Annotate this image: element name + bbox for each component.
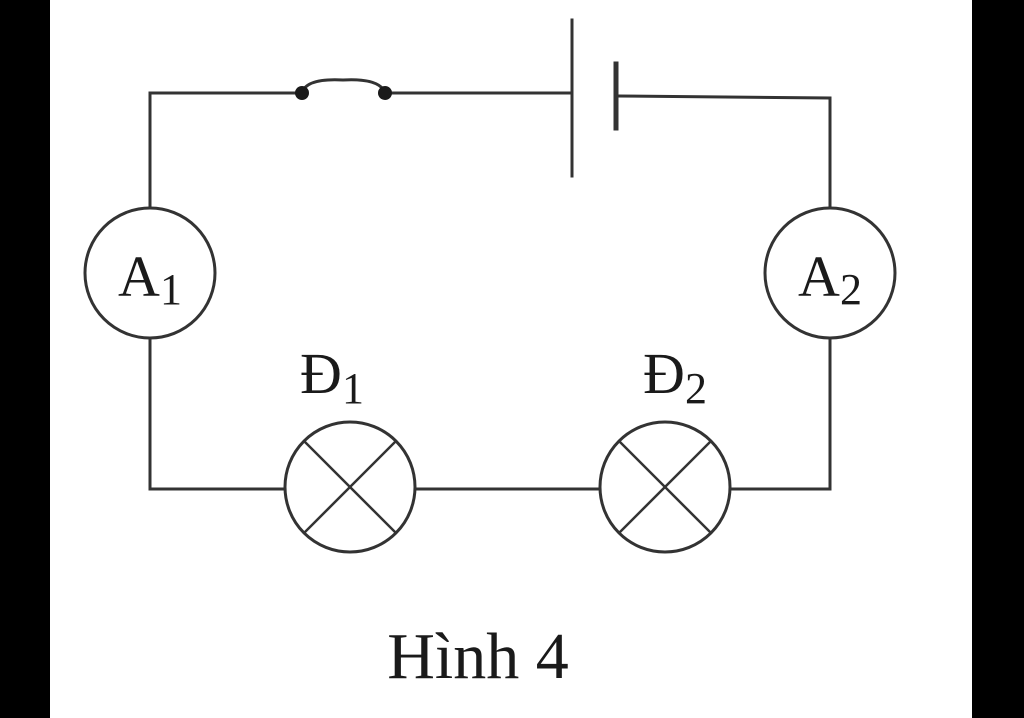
- ammeter-a2-label: A2: [798, 244, 862, 314]
- switch-contact-right: [378, 86, 392, 100]
- switch-contact-left: [295, 86, 309, 100]
- ammeter-a1: A1: [83, 206, 217, 340]
- lamp-d1: Đ1: [283, 341, 417, 554]
- figure-caption: Hình 4: [387, 620, 569, 693]
- wire-top-right: [616, 94, 832, 212]
- wires: [148, 91, 832, 491]
- ammeter-a1-ring: [83, 206, 217, 340]
- switch-lever: [300, 78, 387, 95]
- wire-bottom-left: [148, 336, 287, 491]
- lamp-d1-label: Đ1: [300, 341, 364, 413]
- lamp-d1-cross-b: [303, 440, 397, 534]
- ammeter-a2: A2: [763, 206, 897, 340]
- lamp-d2-label: Đ2: [643, 341, 707, 413]
- diagram-panel: A1 A2 Đ1 Đ2 Hình 4: [50, 0, 972, 718]
- lamp-d2-cross-b: [618, 440, 712, 534]
- ammeter-a2-ring: [763, 206, 897, 340]
- switch: [295, 78, 392, 100]
- battery: [570, 18, 619, 178]
- wire-bottom-right: [728, 336, 832, 491]
- wire-top-left: [148, 91, 304, 210]
- ammeter-a1-label: A1: [118, 244, 182, 314]
- lamp-d2: Đ2: [598, 341, 732, 554]
- circuit-diagram: A1 A2 Đ1 Đ2 Hình 4: [83, 18, 897, 693]
